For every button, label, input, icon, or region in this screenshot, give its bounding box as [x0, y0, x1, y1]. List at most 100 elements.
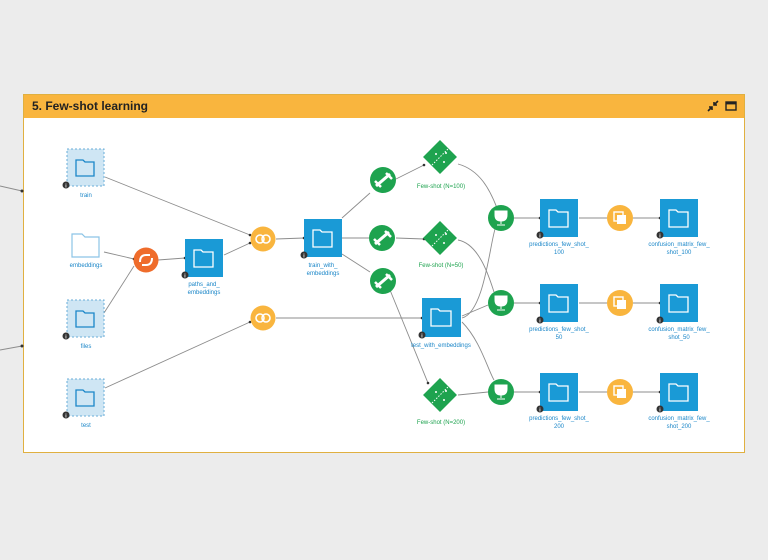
- dataset-label-line1: confusion_matrix_few_: [648, 416, 710, 422]
- model-icon: [431, 386, 449, 404]
- info-icon: [62, 332, 70, 340]
- model-label: Few-shot (N=100): [417, 184, 465, 190]
- dataset-label: train: [80, 193, 92, 199]
- flow-zone: 5. Few-shot learning: [23, 94, 745, 453]
- dataset-label-line2: 100: [554, 250, 565, 256]
- window-icon[interactable]: [724, 99, 738, 113]
- dataset-train[interactable]: i train: [62, 148, 105, 199]
- folder-icon: [312, 229, 333, 248]
- dataset-label-line2: shot_50: [668, 335, 690, 341]
- score-recipe-200[interactable]: [488, 379, 514, 405]
- info-icon: [536, 316, 544, 324]
- zone-header: 5. Few-shot learning: [24, 95, 744, 118]
- train-recipe-100[interactable]: [370, 167, 396, 193]
- folder-icon: [668, 209, 689, 228]
- model-icon: [431, 229, 449, 247]
- svg-text:i: i: [303, 253, 305, 259]
- svg-text:i: i: [65, 334, 67, 340]
- dataset-label: test_with_embeddings: [411, 343, 471, 349]
- svg-text:i: i: [659, 233, 661, 239]
- folder-icon: [75, 159, 95, 177]
- edges: [0, 163, 660, 396]
- folder-icon: [548, 294, 569, 313]
- info-icon: [656, 316, 664, 324]
- dataset-test-with-embeddings[interactable]: i test_with_embeddings: [411, 298, 471, 349]
- folder-icon: [75, 389, 95, 407]
- dataset-predictions-100[interactable]: i predictions_few_shot_ 100: [529, 199, 590, 256]
- dataset-label-line1: train_with_: [308, 263, 338, 269]
- dataset-label-line1: paths_and_: [188, 282, 220, 288]
- svg-text:i: i: [421, 333, 423, 339]
- dataset-predictions-50[interactable]: i predictions_few_shot_ 50: [529, 284, 590, 341]
- dataset-label-line2: embeddings: [307, 271, 340, 277]
- dataset-confusion-100[interactable]: i confusion_matrix_few_ shot_100: [648, 199, 710, 256]
- svg-text:i: i: [659, 318, 661, 324]
- dataset-train-with-embeddings[interactable]: i train_with_ embeddings: [300, 219, 343, 277]
- dataset-label-line2: shot_200: [667, 424, 692, 430]
- trophy-icon: [494, 384, 508, 400]
- confusion-recipe-200[interactable]: [607, 379, 633, 405]
- score-recipe-100[interactable]: [488, 205, 514, 231]
- svg-text:i: i: [539, 318, 541, 324]
- svg-text:i: i: [539, 233, 541, 239]
- python-icon: [139, 254, 153, 266]
- trophy-icon: [494, 210, 508, 226]
- train-recipe-50[interactable]: [369, 225, 395, 251]
- info-icon: [300, 251, 308, 259]
- dataset-paths-and-embeddings[interactable]: i paths_and_ embeddings: [181, 239, 224, 296]
- edge-ports: [20, 163, 662, 394]
- dataset-predictions-200[interactable]: i predictions_few_shot_ 200: [529, 373, 590, 430]
- dataset-files[interactable]: i files: [62, 299, 105, 350]
- join-recipe-top[interactable]: [250, 226, 276, 252]
- dataset-label-line2: 50: [556, 335, 563, 341]
- folder-icon: [430, 308, 452, 327]
- folder-icon: [668, 294, 689, 313]
- info-icon: [656, 231, 664, 239]
- folder-icon: [193, 249, 214, 268]
- model-few-shot-200[interactable]: Few-shot (N=200): [417, 378, 465, 426]
- dataset-confusion-200[interactable]: i confusion_matrix_few_ shot_200: [648, 373, 710, 430]
- model-few-shot-50[interactable]: Few-shot (N=50): [419, 221, 464, 269]
- svg-text:i: i: [65, 413, 67, 419]
- info-icon: [181, 271, 189, 279]
- folder-icon: [668, 383, 689, 402]
- join-icon: [255, 313, 265, 323]
- model-few-shot-100[interactable]: Few-shot (N=100): [417, 140, 465, 190]
- train-recipe-200[interactable]: [370, 268, 396, 294]
- dataset-label-line2: shot_100: [667, 250, 692, 256]
- collapse-arrows-icon[interactable]: [706, 99, 720, 113]
- dataset-test[interactable]: i test: [62, 378, 105, 429]
- svg-text:i: i: [539, 407, 541, 413]
- info-icon: [656, 405, 664, 413]
- confusion-recipe-50[interactable]: [607, 290, 633, 316]
- dataset-label-line1: predictions_few_shot_: [529, 416, 589, 422]
- dataset-label: embeddings: [70, 263, 103, 269]
- dataset-label-line1: predictions_few_shot_: [529, 242, 589, 248]
- info-icon: [62, 411, 70, 419]
- folder-icon: [548, 383, 569, 402]
- info-icon: [62, 181, 70, 189]
- info-icon: [536, 231, 544, 239]
- svg-text:i: i: [659, 407, 661, 413]
- join-recipe-bottom[interactable]: [250, 305, 276, 331]
- model-icon: [431, 148, 449, 166]
- svg-text:i: i: [184, 273, 186, 279]
- folder-icon: [548, 209, 569, 228]
- confusion-recipe-100[interactable]: [607, 205, 633, 231]
- python-recipe[interactable]: [133, 247, 159, 273]
- model-label: Few-shot (N=200): [417, 420, 465, 426]
- score-recipe-50[interactable]: [488, 290, 514, 316]
- dataset-label-line2: embeddings: [188, 290, 221, 296]
- join-icon: [255, 234, 265, 244]
- dataset-confusion-50[interactable]: i confusion_matrix_few_ shot_50: [648, 284, 710, 341]
- dataset-label-line1: confusion_matrix_few_: [648, 242, 710, 248]
- model-label: Few-shot (N=50): [419, 263, 464, 269]
- dataset-label-line1: confusion_matrix_few_: [648, 327, 710, 333]
- zone-title: 5. Few-shot learning: [32, 99, 149, 113]
- dataset-label: files: [81, 344, 92, 350]
- trophy-icon: [494, 295, 508, 311]
- info-icon: [536, 405, 544, 413]
- dataset-embeddings[interactable]: embeddings: [70, 233, 103, 269]
- dataset-label: test: [81, 423, 91, 429]
